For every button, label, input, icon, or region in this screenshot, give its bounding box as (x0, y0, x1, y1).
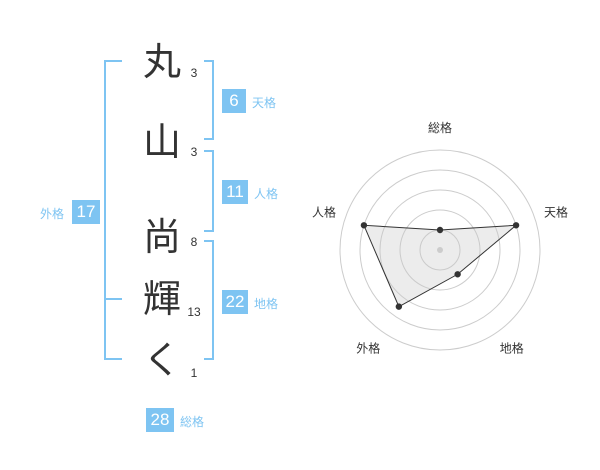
radar-point-0 (436, 226, 444, 234)
radar-axis-label-4: 人格 (312, 204, 336, 219)
soukaku-value: 28 (146, 408, 174, 432)
radar-axis-label-3: 外格 (356, 341, 380, 356)
radar-point-3 (395, 303, 403, 310)
radar-point-1 (512, 222, 520, 229)
radar-axis-label-1: 天格 (544, 204, 568, 219)
name-char-4: 輝 (142, 277, 181, 321)
name-char-2: 山 (142, 120, 181, 164)
stroke-count-1: 3 (190, 66, 198, 80)
name-char-5: く (142, 338, 181, 382)
radar-point-4 (360, 222, 368, 229)
stroke-count-3: 8 (190, 235, 198, 249)
radar-axis-label-2: 地格 (500, 341, 524, 356)
gaikaku-value: 17 (72, 200, 100, 224)
name-char-3: 尚 (142, 215, 181, 259)
chikaku-value: 22 (222, 290, 248, 314)
chikaku-label: 地格 (254, 297, 279, 311)
stroke-count-2: 3 (190, 145, 198, 159)
stroke-count-5: 1 (190, 366, 198, 380)
jinkaku-label: 人格 (254, 187, 279, 201)
gaikaku-label: 外格 (40, 207, 65, 221)
radar-data-polygon (363, 224, 518, 308)
tenkaku-label: 天格 (252, 96, 277, 110)
radar-center-dot (437, 247, 443, 253)
radar-axis-label-0: 総格 (428, 120, 452, 135)
name-char-1: 丸 (142, 40, 181, 84)
tenkaku-value: 6 (222, 89, 246, 113)
jinkaku-value: 11 (222, 180, 248, 204)
soukaku-label: 総格 (180, 415, 205, 429)
stroke-count-4: 13 (187, 305, 201, 319)
radar-point-2 (454, 271, 461, 278)
